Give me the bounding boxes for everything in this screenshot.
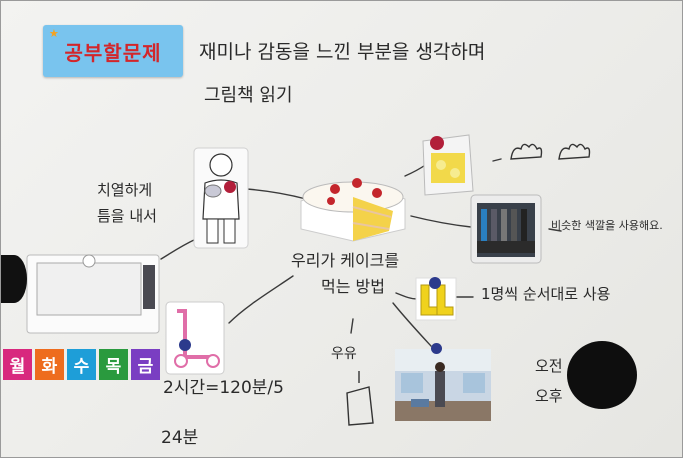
classroom-photo bbox=[395, 349, 491, 421]
snack-bag-cutout bbox=[422, 134, 474, 196]
day-fri: 금 bbox=[131, 349, 160, 380]
right-note: 비슷한 색깔을 사용해요. bbox=[551, 219, 663, 232]
crayon-box-cutout bbox=[470, 194, 542, 264]
time-equation: 2시간=120분/5 bbox=[163, 378, 284, 398]
day-thu: 목 bbox=[99, 349, 128, 380]
line-snack-hands bbox=[492, 158, 502, 162]
black-magnet-right bbox=[567, 341, 637, 409]
center-line-1: 우리가 케이크를 bbox=[291, 251, 400, 270]
pm-label: 오후 bbox=[535, 387, 563, 405]
left-note-line-2: 틈을 내서 bbox=[97, 207, 157, 225]
black-magnet-left bbox=[1, 255, 27, 303]
laptop-cutout bbox=[26, 254, 160, 334]
clapping-hands-drawing bbox=[510, 143, 591, 160]
person-cutout bbox=[193, 147, 249, 249]
day-tue: 화 bbox=[35, 349, 64, 380]
left-note-line-1: 치열하게 bbox=[97, 181, 153, 199]
cake-cutout bbox=[300, 178, 406, 242]
instruction-line-2: 그림책 읽기 bbox=[204, 85, 293, 106]
am-label: 오전 bbox=[535, 357, 563, 375]
day-mon: 월 bbox=[3, 349, 32, 380]
rain-boots-cutout bbox=[415, 277, 457, 321]
study-problem-card: 공부할문제 bbox=[43, 25, 183, 77]
line-cake-crayons bbox=[410, 215, 472, 228]
weekday-cards: 월 화 수 목 금 bbox=[3, 349, 160, 380]
line-center-boots bbox=[395, 292, 418, 300]
line-crayon-text bbox=[548, 228, 562, 232]
study-problem-title: 공부할문제 bbox=[64, 40, 162, 65]
blue-magnet bbox=[431, 343, 442, 354]
day-wed: 수 bbox=[67, 349, 96, 380]
milk-label: 우유 bbox=[331, 346, 357, 362]
line-center-scooter bbox=[228, 275, 294, 324]
line-person-cake bbox=[246, 188, 307, 200]
scooter-cutout bbox=[165, 301, 225, 375]
instruction-line-1: 재미나 감동을 느낀 부분을 생각하며 bbox=[199, 41, 486, 63]
red-magnet bbox=[224, 181, 236, 193]
line-center-milk bbox=[350, 318, 354, 334]
line-person-laptop bbox=[160, 238, 197, 260]
star-icon: ★ bbox=[49, 27, 59, 40]
time-result: 24분 bbox=[161, 428, 199, 448]
line-center-photo bbox=[392, 302, 432, 347]
boots-note: 1명씩 순서대로 사용 bbox=[481, 285, 611, 303]
milk-carton-drawing bbox=[346, 371, 374, 426]
center-line-2: 먹는 방법 bbox=[321, 277, 385, 296]
